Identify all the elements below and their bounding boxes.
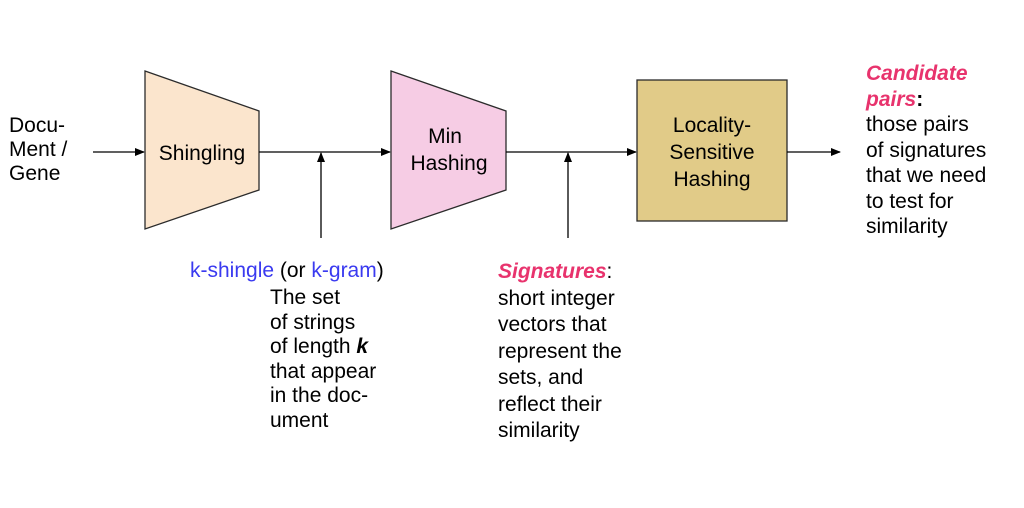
shingle-desc-line: The set: [270, 286, 341, 309]
input-label: Docu- Ment / Gene: [9, 114, 67, 186]
candidate-title-line1: Candidate: [866, 62, 968, 85]
shingle-desc-line: of length k: [270, 335, 376, 360]
signatures-desc-line: short integer: [498, 286, 615, 310]
shingling-label: Shingling: [159, 142, 245, 165]
input-label-line: Docu-: [9, 114, 66, 137]
or-text: (or: [274, 259, 312, 282]
signatures-colon: :: [606, 260, 613, 283]
signatures-desc-line: reflect their: [498, 392, 602, 416]
shingling-stage-shape: [144, 70, 260, 230]
candidate-desc-line: of signatures: [866, 138, 987, 162]
shingle-annotation-title: k-shingle (or k-gram): [190, 259, 384, 283]
minhash-stage-shape: [390, 70, 507, 230]
signatures-annotation: Signatures: short integer vectors that r…: [498, 259, 622, 445]
signatures-title: Signatures:: [498, 259, 622, 286]
candidate-desc-line: those pairs: [866, 113, 969, 136]
signatures-desc-line: represent the: [498, 339, 622, 363]
signatures-term: Signatures: [498, 260, 607, 283]
candidate-desc-line: that we need: [866, 164, 987, 187]
shingle-annotation-description: The set of strings of length k that appe…: [270, 286, 376, 433]
k-shingle-term: k-shingle: [190, 259, 275, 282]
length-prefix: of length: [270, 335, 357, 358]
input-label-line: Gene: [9, 162, 61, 185]
shingle-desc-line: in the doc-: [270, 384, 369, 407]
shingle-desc-line: of strings: [270, 310, 356, 334]
candidate-title-line2: pairs:: [866, 87, 986, 113]
length-variable-k: k: [356, 335, 369, 358]
candidate-pairs-annotation: Candidate pairs: those pairs of signatur…: [866, 61, 986, 240]
lsh-stage-shape: [636, 79, 788, 222]
shingle-desc-line: that appear: [270, 359, 377, 383]
candidate-desc-line: to test for: [866, 189, 954, 213]
close-paren: ): [376, 259, 384, 282]
lsh-label-line2: Sensitive: [669, 141, 754, 164]
candidate-desc-line: similarity: [866, 215, 948, 238]
signatures-desc-line: sets, and: [498, 366, 584, 389]
signatures-desc-line: similarity: [498, 419, 580, 442]
input-label-line: Ment /: [9, 138, 68, 161]
minhash-label-line2: Hashing: [410, 152, 487, 175]
lsh-label-line3: Hashing: [673, 168, 750, 191]
pairs-term: pairs: [866, 87, 917, 111]
shingle-desc-line: ument: [270, 408, 329, 432]
k-gram-term: k-gram: [311, 259, 377, 282]
signatures-desc-line: vectors that: [498, 313, 607, 336]
candidate-colon: :: [916, 87, 924, 111]
minhash-label-line1: Min: [428, 125, 462, 148]
lsh-label-line1: Locality-: [673, 114, 751, 137]
